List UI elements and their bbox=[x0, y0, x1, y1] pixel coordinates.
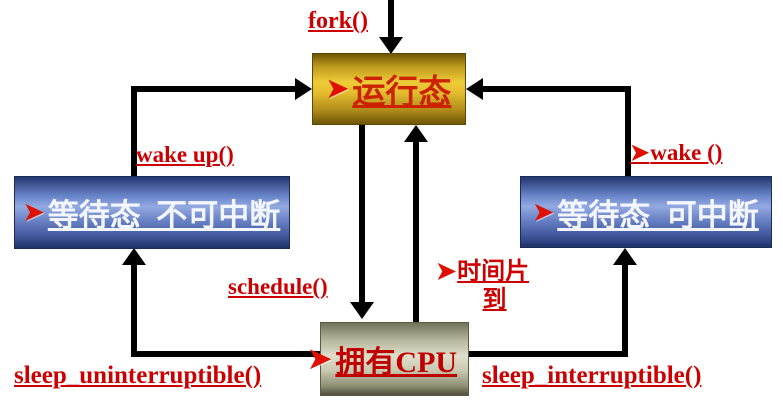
arrow-wake-hline bbox=[480, 86, 631, 92]
has-cpu-label: 拥有CPU bbox=[335, 346, 458, 379]
wait-interruptible-label: 等待态_可中断 bbox=[557, 197, 759, 233]
wake-label-text: wake () bbox=[650, 140, 723, 165]
arrow-fork-line bbox=[388, 0, 394, 40]
timeslice-label-line1: 时间片 bbox=[457, 259, 530, 285]
wait-uninterruptible-label: 等待态_不可中断 bbox=[47, 198, 281, 233]
node-wait-interruptible: ➤ 等待态_可中断 bbox=[520, 176, 772, 248]
arrow-wake-head bbox=[466, 78, 483, 100]
wake-label: ➤wake () bbox=[630, 140, 722, 166]
wait-uninterruptible-bullet-icon: ➤ bbox=[23, 200, 44, 226]
wake-bullet-icon: ➤ bbox=[630, 140, 650, 165]
arrow-schedule-head bbox=[350, 302, 374, 319]
timeslice-label-line2: 到 bbox=[482, 287, 507, 313]
arrow-wakeup-hline bbox=[131, 86, 297, 92]
arrow-sleep-unint-hline bbox=[131, 351, 321, 357]
sleep-interruptible-label: sleep_interruptible() bbox=[482, 362, 702, 389]
arrow-timeslice-line bbox=[413, 140, 419, 322]
timeslice-bullet-icon: ➤ bbox=[436, 259, 457, 285]
fork-label: fork() bbox=[308, 8, 368, 34]
node-running-state: ➤ 运行态 bbox=[312, 53, 466, 125]
wake-up-label: wake up() bbox=[136, 142, 234, 167]
arrow-sleep-unint-vline bbox=[131, 262, 137, 357]
node-wait-uninterruptible: ➤ 等待态_不可中断 bbox=[14, 176, 290, 249]
arrow-timeslice-head bbox=[404, 125, 428, 142]
node-has-cpu: ➤ 拥有CPU bbox=[308, 322, 469, 396]
arrow-sleep-unint-head bbox=[122, 248, 146, 265]
running-label: 运行态 bbox=[352, 75, 452, 111]
has-cpu-bullet-icon: ➤ bbox=[307, 344, 332, 375]
arrow-wake-vline bbox=[625, 86, 631, 178]
schedule-label: schedule() bbox=[228, 274, 328, 299]
arrow-sleep-int-hline bbox=[466, 351, 628, 357]
arrow-wakeup-head bbox=[295, 78, 312, 100]
arrow-sleep-int-head bbox=[613, 248, 637, 265]
arrow-wakeup-vline bbox=[131, 86, 137, 176]
arrow-schedule-line bbox=[359, 123, 365, 305]
sleep-uninterruptible-label: sleep_uninterruptible() bbox=[14, 362, 262, 389]
arrow-fork-head bbox=[379, 37, 403, 54]
wait-interruptible-bullet-icon: ➤ bbox=[533, 199, 554, 226]
arrow-sleep-int-vline bbox=[622, 262, 628, 357]
running-bullet-icon: ➤ bbox=[326, 74, 349, 103]
timeslice-label: ➤时间片 到 bbox=[436, 258, 529, 314]
